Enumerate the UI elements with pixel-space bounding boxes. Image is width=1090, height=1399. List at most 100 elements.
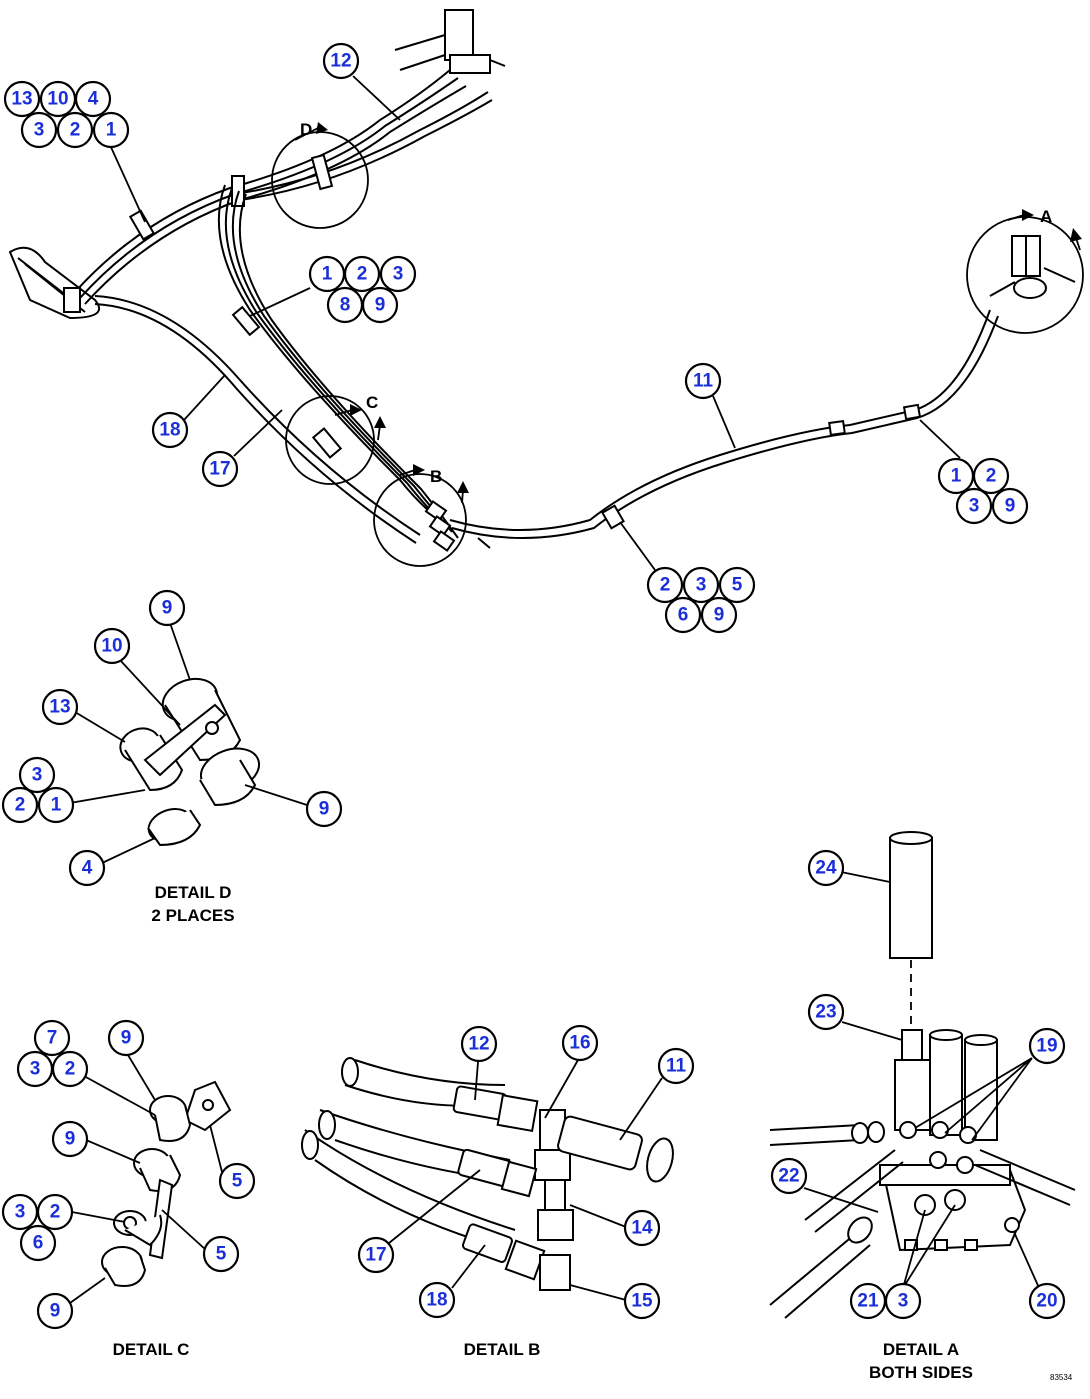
- callout: 3: [20, 111, 58, 149]
- callout: 2: [646, 566, 684, 604]
- callout: 6: [664, 596, 702, 634]
- callout: 22: [770, 1157, 808, 1195]
- callout: 1: [37, 786, 75, 824]
- svg-text:24: 24: [815, 858, 837, 879]
- svg-text:12: 12: [468, 1034, 489, 1055]
- detail-view-markers: D C B A: [271, 120, 1084, 567]
- callout: 9: [36, 1292, 74, 1330]
- callout: 7: [33, 1019, 71, 1057]
- svg-text:22: 22: [778, 1166, 799, 1187]
- svg-text:11: 11: [666, 1056, 687, 1077]
- svg-text:7: 7: [47, 1028, 58, 1049]
- callout: 9: [51, 1120, 89, 1158]
- callout-bubbles: 13 10 4 3 2 1 12 1 2 3 8 9 18 17 11 1 2 …: [1, 42, 1066, 1330]
- svg-text:10: 10: [47, 89, 68, 110]
- caption-detail-b: DETAIL B: [464, 1340, 541, 1359]
- callout: 9: [148, 589, 186, 627]
- callout: 2: [36, 1193, 74, 1231]
- callout: 8: [326, 286, 364, 324]
- callout: 24: [807, 849, 845, 887]
- svg-text:1: 1: [322, 264, 333, 285]
- callout: 17: [357, 1236, 395, 1274]
- callout: 9: [305, 790, 343, 828]
- main-hose-assembly: [8, 9, 1076, 552]
- callout: 17: [201, 450, 239, 488]
- svg-text:3: 3: [969, 496, 980, 517]
- callout: 13: [41, 688, 79, 726]
- svg-text:9: 9: [714, 605, 725, 626]
- callout: 2: [1, 786, 39, 824]
- caption-detail-a-title: DETAIL A: [883, 1340, 959, 1359]
- svg-text:3: 3: [30, 1059, 41, 1080]
- svg-text:4: 4: [88, 89, 99, 110]
- svg-text:9: 9: [65, 1129, 76, 1150]
- svg-text:3: 3: [393, 264, 404, 285]
- svg-text:12: 12: [330, 51, 351, 72]
- callout: 1: [308, 255, 346, 293]
- detail-label-d: D: [300, 120, 312, 139]
- svg-text:9: 9: [50, 1301, 61, 1322]
- svg-text:6: 6: [678, 605, 689, 626]
- svg-text:2: 2: [50, 1202, 61, 1223]
- callout: 19: [1028, 1027, 1066, 1065]
- callout: 1: [937, 457, 975, 495]
- svg-text:2: 2: [660, 575, 671, 596]
- svg-text:2: 2: [70, 120, 81, 141]
- svg-text:3: 3: [696, 575, 707, 596]
- detail-a-drawing: [769, 831, 1076, 1319]
- callout: 9: [700, 596, 738, 634]
- svg-text:3: 3: [32, 765, 43, 786]
- drawing-code: 83534: [1050, 1373, 1073, 1382]
- callout: 16: [561, 1024, 599, 1062]
- callout: 3: [955, 487, 993, 525]
- svg-text:23: 23: [815, 1002, 836, 1023]
- svg-text:8: 8: [340, 295, 351, 316]
- callout: 11: [684, 362, 722, 400]
- svg-text:5: 5: [216, 1244, 227, 1265]
- callout: 11: [657, 1047, 695, 1085]
- callout: 5: [218, 1162, 256, 1200]
- callout: 4: [74, 80, 112, 118]
- callout: 3: [16, 1050, 54, 1088]
- svg-text:13: 13: [49, 697, 70, 718]
- svg-text:17: 17: [365, 1245, 386, 1266]
- caption-detail-c: DETAIL C: [113, 1340, 190, 1359]
- callout: 10: [93, 627, 131, 665]
- callout: 21: [849, 1282, 887, 1320]
- callout: 3: [1, 1193, 39, 1231]
- svg-text:4: 4: [82, 858, 93, 879]
- callout: 2: [51, 1050, 89, 1088]
- callout: 3: [379, 255, 417, 293]
- svg-text:3: 3: [898, 1291, 909, 1312]
- detail-label-c: C: [366, 393, 378, 412]
- callout: 2: [972, 457, 1010, 495]
- callout: 5: [202, 1235, 240, 1273]
- callout: 18: [151, 411, 189, 449]
- callout: 13: [3, 80, 41, 118]
- svg-text:3: 3: [15, 1202, 26, 1223]
- callout: 2: [56, 111, 94, 149]
- svg-text:9: 9: [319, 799, 330, 820]
- callout: 15: [623, 1282, 661, 1320]
- svg-text:18: 18: [159, 420, 180, 441]
- svg-text:21: 21: [857, 1291, 879, 1312]
- svg-text:13: 13: [11, 89, 32, 110]
- svg-text:6: 6: [33, 1233, 44, 1254]
- svg-text:14: 14: [631, 1218, 653, 1239]
- detail-d-drawing: [119, 677, 261, 847]
- callout: 18: [418, 1281, 456, 1319]
- svg-text:2: 2: [357, 264, 368, 285]
- svg-text:9: 9: [1005, 496, 1016, 517]
- svg-text:10: 10: [101, 636, 122, 657]
- svg-text:2: 2: [65, 1059, 76, 1080]
- svg-text:2: 2: [15, 795, 26, 816]
- svg-text:1: 1: [51, 795, 62, 816]
- svg-text:11: 11: [693, 371, 714, 392]
- callout: 14: [623, 1209, 661, 1247]
- svg-text:19: 19: [1036, 1036, 1057, 1057]
- callout: 3: [682, 566, 720, 604]
- callout: 12: [460, 1025, 498, 1063]
- svg-text:1: 1: [951, 466, 962, 487]
- detail-label-b: B: [430, 467, 442, 486]
